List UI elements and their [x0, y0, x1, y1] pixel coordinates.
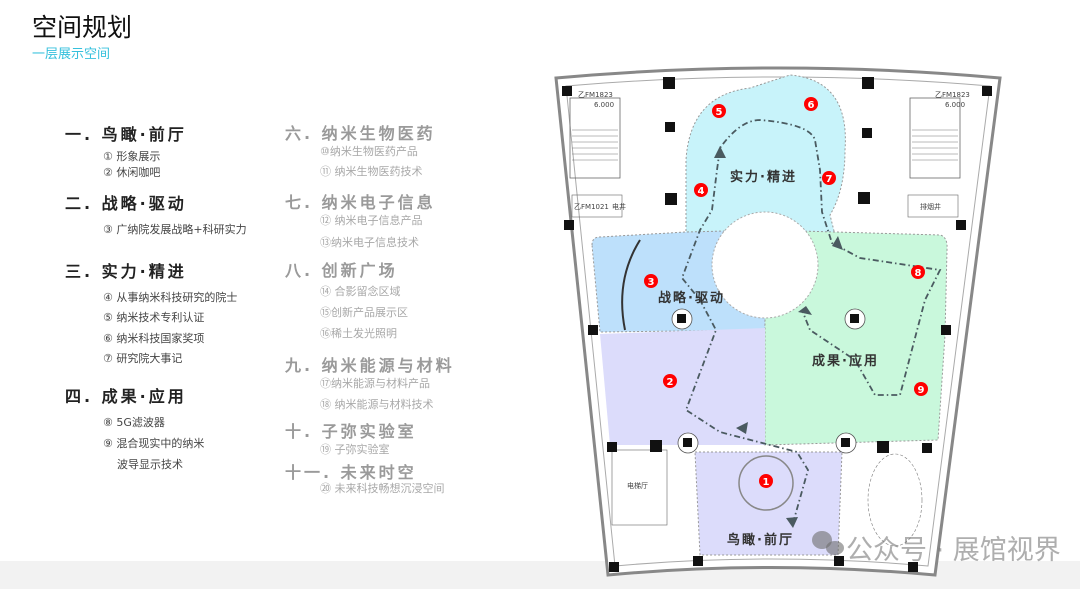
section-item: ⑰纳米能源与材料产品	[320, 377, 430, 390]
elevation-label: 6.000	[945, 101, 965, 109]
columns	[562, 77, 992, 572]
marker-8[interactable]: 8	[911, 265, 925, 279]
section-item: ⑲ 子弥实验室	[320, 443, 390, 456]
section-item: ⑪ 纳米生物医药技术	[320, 165, 423, 178]
door-label: 乙FM1021	[574, 203, 609, 211]
section-item: ⑥ 纳米科技国家奖项	[103, 332, 205, 345]
central-atrium	[711, 211, 819, 319]
svg-text:6: 6	[808, 100, 815, 111]
marker-1[interactable]: 1	[759, 474, 773, 488]
marker-5[interactable]: 5	[712, 104, 726, 118]
section-item: 波导显示技术	[117, 458, 183, 471]
section-item: ⑱ 纳米能源与材料技术	[320, 398, 434, 411]
section-heading: 一. 鸟瞰·前厅	[65, 125, 187, 144]
zone-niaokan-qianting	[694, 451, 843, 556]
section-item: ⑤ 纳米技术专利认证	[103, 311, 205, 324]
marker-4[interactable]: 4	[694, 183, 708, 197]
section-item: ① 形象展示	[103, 150, 161, 163]
marker-9[interactable]: 9	[914, 382, 928, 396]
section-item: ⑬纳米电子信息技术	[320, 236, 419, 249]
section-item: ④ 从事纳米科技研究的院士	[103, 291, 238, 304]
section-heading: 四. 成果·应用	[65, 387, 187, 406]
svg-text:7: 7	[826, 174, 833, 185]
svg-text:2: 2	[667, 377, 674, 388]
svg-text:3: 3	[648, 277, 655, 288]
door-label: 乙FM1823	[935, 91, 970, 99]
section-heading: 三. 实力·精进	[65, 262, 187, 281]
section-item: ② 休闲咖吧	[103, 166, 161, 179]
section-heading: 十. 子弥实验室	[285, 422, 417, 441]
zone-xiuxian-kaba	[600, 328, 765, 445]
marker-6[interactable]: 6	[804, 97, 818, 111]
watermark: 公众号 · 展馆视界	[846, 535, 1061, 566]
section-heading: 六. 纳米生物医药	[285, 124, 436, 143]
shaft-label: 电井	[612, 202, 626, 211]
section-item: ⑧ 5G滤波器	[103, 416, 165, 429]
smoke-shaft-label: 排烟井	[920, 202, 941, 211]
section-item: ⑳ 未来科技畅想沉浸空间	[320, 482, 445, 495]
stair-right	[909, 97, 961, 179]
zone-label: 鸟瞰·前厅	[727, 532, 794, 548]
section-item: ⑦ 研究院大事记	[103, 352, 183, 365]
route-arrows	[714, 146, 843, 528]
marker-7[interactable]: 7	[822, 171, 836, 185]
section-heading: 七. 纳米电子信息	[285, 193, 436, 212]
stair-left	[569, 97, 621, 179]
svg-text:8: 8	[915, 268, 922, 279]
marker-2[interactable]: 2	[663, 374, 677, 388]
lift-hall-label: 电梯厅	[627, 481, 648, 490]
section-heading: 二. 战略·驱动	[65, 194, 187, 213]
zone-label: 战略·驱动	[658, 290, 725, 306]
section-item: ③ 广纳院发展战略+科研实力	[103, 223, 247, 236]
wechat-icon	[812, 531, 844, 555]
section-heading: 九. 纳米能源与材料	[285, 356, 455, 375]
zone-label: 成果·应用	[812, 353, 879, 369]
section-heading: 十一. 未来时空	[285, 463, 417, 482]
zone-label: 实力·精进	[730, 169, 797, 185]
door-label: 乙FM1823	[578, 91, 613, 99]
section-heading: 八. 创新广场	[285, 261, 398, 280]
section-item: ⑫ 纳米电子信息产品	[320, 214, 423, 227]
section-item: ⑯稀土发光照明	[320, 327, 397, 340]
section-item: ⑨ 混合现实中的纳米	[103, 437, 205, 450]
svg-text:5: 5	[716, 107, 723, 118]
section-item: ⑭ 合影留念区域	[320, 285, 401, 298]
section-item: ⑮创新产品展示区	[320, 306, 408, 319]
svg-text:4: 4	[698, 186, 705, 197]
page-subtitle: 一层展示空间	[32, 47, 111, 62]
page-title: 空间规划	[32, 13, 133, 42]
svg-text:9: 9	[918, 385, 925, 396]
elevation-label: 6.000	[594, 101, 614, 109]
tour-route	[680, 119, 942, 524]
section-item: ⑩纳米生物医药产品	[320, 145, 418, 158]
exhibit-markers: 1 2 3 4 5 6 7 8 9	[644, 97, 928, 488]
marker-3[interactable]: 3	[644, 274, 658, 288]
zone-shili-jingjin	[685, 74, 846, 236]
svg-text:1: 1	[763, 477, 770, 488]
